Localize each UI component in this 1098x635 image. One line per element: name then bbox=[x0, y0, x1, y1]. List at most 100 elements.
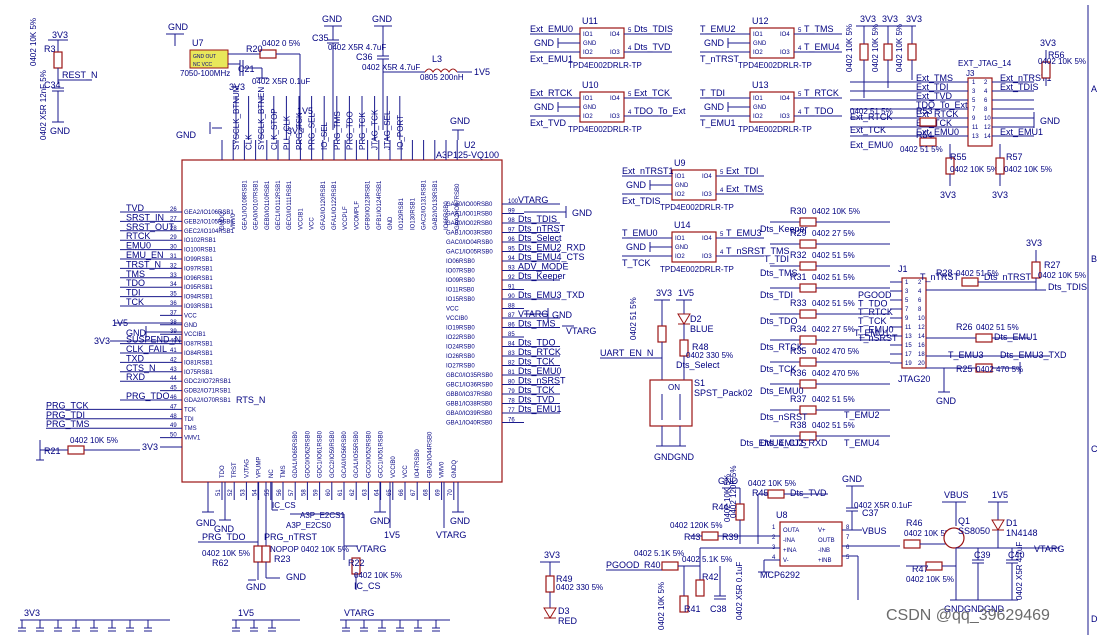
net-label: Dts_EMU3_TXD bbox=[518, 290, 585, 300]
pin-name: GBA0/IO39RSB0 bbox=[446, 411, 493, 417]
esd-buffers: U11TPD4E002DRLR-TPIO1GNDIO2IO4IO3Ext_EMU… bbox=[530, 16, 842, 274]
ground-label: GND bbox=[370, 516, 391, 526]
pin-name: IO1 bbox=[675, 236, 685, 242]
resistor-r51 bbox=[883, 43, 893, 61]
net-label: PRG_SEL bbox=[308, 113, 317, 150]
pin-number: 49 bbox=[170, 423, 177, 429]
pin-name: IO2 bbox=[583, 50, 593, 56]
pin-name: IO75RSB1 bbox=[184, 370, 213, 376]
net-label: Dts_EMU2_RXD bbox=[760, 438, 828, 448]
net-label: T_EMU2 bbox=[844, 410, 880, 420]
pin-number: 16 bbox=[918, 343, 925, 349]
pin-number: 97 bbox=[508, 228, 515, 234]
ground-label: GND bbox=[704, 38, 725, 48]
pin-number: 94 bbox=[508, 256, 515, 262]
pin-name: VCC bbox=[184, 313, 197, 319]
ground-label: GND bbox=[572, 208, 593, 218]
fpga-right-nets: VTARGDts_TDISDts_nTRSTDts_SelectDts_EMU2… bbox=[518, 195, 596, 414]
switch-s1[interactable] bbox=[649, 379, 693, 427]
pin-name: GND bbox=[753, 105, 767, 111]
power-net-label: 3V3 bbox=[940, 190, 956, 200]
pin-name: VCCIB1 bbox=[298, 208, 304, 230]
zone-letter: C bbox=[1091, 444, 1098, 454]
connector-title: EXT_JTAG_14 bbox=[958, 59, 1012, 68]
value-label: 0402 10K 5% bbox=[950, 165, 998, 174]
pin-name: GCA0/IO56RSB0 bbox=[342, 431, 348, 478]
net-label: Ext_RTCK bbox=[850, 112, 892, 122]
resistor-r50 bbox=[859, 43, 869, 61]
pin-name: IO3 bbox=[780, 50, 790, 56]
net-label: T_EMU1 bbox=[700, 118, 736, 128]
value-label: 0402 X5R 4.7uF bbox=[1015, 542, 1024, 600]
pin-number: 8 bbox=[918, 307, 922, 313]
net-label: A3P_E2CS0 bbox=[286, 521, 331, 530]
net-label: PRG_nTRST bbox=[264, 532, 318, 542]
net-label: TRST_N bbox=[126, 259, 161, 269]
value-label: 0402 27 5% bbox=[812, 325, 855, 334]
pin-name: GND bbox=[388, 216, 394, 230]
pin-number: 4 bbox=[798, 46, 802, 52]
value-label: 0402 470 5% bbox=[976, 365, 1023, 374]
pin-name: TDO bbox=[220, 465, 226, 478]
net-label: Ext_EMU1 bbox=[530, 54, 573, 64]
net-label: Dts_nTRST bbox=[984, 272, 1032, 282]
pin-number: 2 bbox=[772, 535, 776, 541]
power-net-label: 3V3 bbox=[992, 190, 1008, 200]
ref-label: C39 bbox=[974, 550, 991, 560]
pin-name: IO1 bbox=[583, 96, 593, 102]
ref-label: U14 bbox=[674, 220, 691, 230]
value-label: RED bbox=[558, 616, 578, 626]
ref-label: C40 bbox=[1008, 550, 1025, 560]
value-label: 0402 10K 5% bbox=[748, 479, 796, 488]
pin-number: 13 bbox=[972, 134, 979, 140]
power-net-label: 3V3 bbox=[656, 288, 672, 298]
pin-name: VCCIB1 bbox=[184, 332, 206, 338]
net-label: A3P_E2CS1 bbox=[300, 511, 345, 520]
power-net-label: 1V5 bbox=[384, 530, 400, 540]
net-label: Dts_nSRST bbox=[760, 412, 808, 422]
pin-number: 57 bbox=[289, 489, 295, 496]
net-label: Ext_TMS bbox=[916, 73, 953, 83]
pin-name: GNDQ bbox=[220, 212, 226, 230]
value-label: 0402 120K 5% bbox=[729, 466, 738, 519]
pin-number: 2 bbox=[918, 280, 922, 286]
net-label: T_EMU0 bbox=[858, 324, 894, 334]
resistor-r53 bbox=[919, 117, 937, 127]
ref-label: R31 bbox=[790, 272, 807, 282]
value-label: 0402 10K 5% bbox=[723, 474, 732, 522]
pin-number: 90 bbox=[508, 294, 515, 300]
pin-name: GAB1/IO03RSB0 bbox=[446, 231, 493, 237]
ref-label: U2 bbox=[464, 140, 476, 150]
fpga-left-nets: 1V5 GND 3V3 TVDSRST_INSRST_OUTRTCKEMU0EM… bbox=[46, 203, 265, 429]
pin-name: IO26RSB0 bbox=[446, 354, 475, 360]
esd-buffer-u9: U9TPD4E002DRLR-TPIO1GNDIO2IO4IO3Ext_nTRS… bbox=[622, 158, 764, 212]
pin-number: 35 bbox=[170, 292, 177, 298]
fpga-left-pins: GEA2/IO106RSB126GEB2/IO105RSB127GEC2/IO1… bbox=[160, 207, 235, 442]
ground-label: GND bbox=[214, 524, 235, 534]
pin-name: IO94RSB1 bbox=[184, 295, 213, 301]
pin-number: 5 bbox=[628, 92, 632, 98]
pin-name: TRST bbox=[232, 462, 238, 478]
net-label: T_RTCK bbox=[858, 307, 893, 317]
pin-name: VCC bbox=[310, 217, 316, 230]
net-label: Ext_TVD bbox=[916, 91, 953, 101]
pin-name: GAA1/IO01RSB0 bbox=[446, 212, 493, 218]
connector-title: JTAG20 bbox=[898, 374, 930, 384]
power-net-label: VTARG bbox=[356, 544, 386, 554]
pin-name: GND bbox=[675, 245, 689, 251]
net-label: Dts_TDO bbox=[760, 316, 798, 326]
net-label: RTCK bbox=[126, 231, 150, 241]
pin-name: GBA1/IO40RSB0 bbox=[446, 421, 493, 427]
pin-name: IO2 bbox=[583, 114, 593, 120]
switch-on-label: ON bbox=[668, 383, 680, 392]
ground-label: GND bbox=[168, 22, 189, 32]
ref-label: R21 bbox=[44, 446, 61, 456]
net-label: Ext_EMU0 bbox=[530, 24, 573, 34]
pin-number: 5 bbox=[905, 298, 909, 304]
ground-label: GND bbox=[372, 14, 393, 24]
value-label: 0402 470 5% bbox=[812, 347, 859, 356]
ref-label: R35 bbox=[790, 346, 807, 356]
